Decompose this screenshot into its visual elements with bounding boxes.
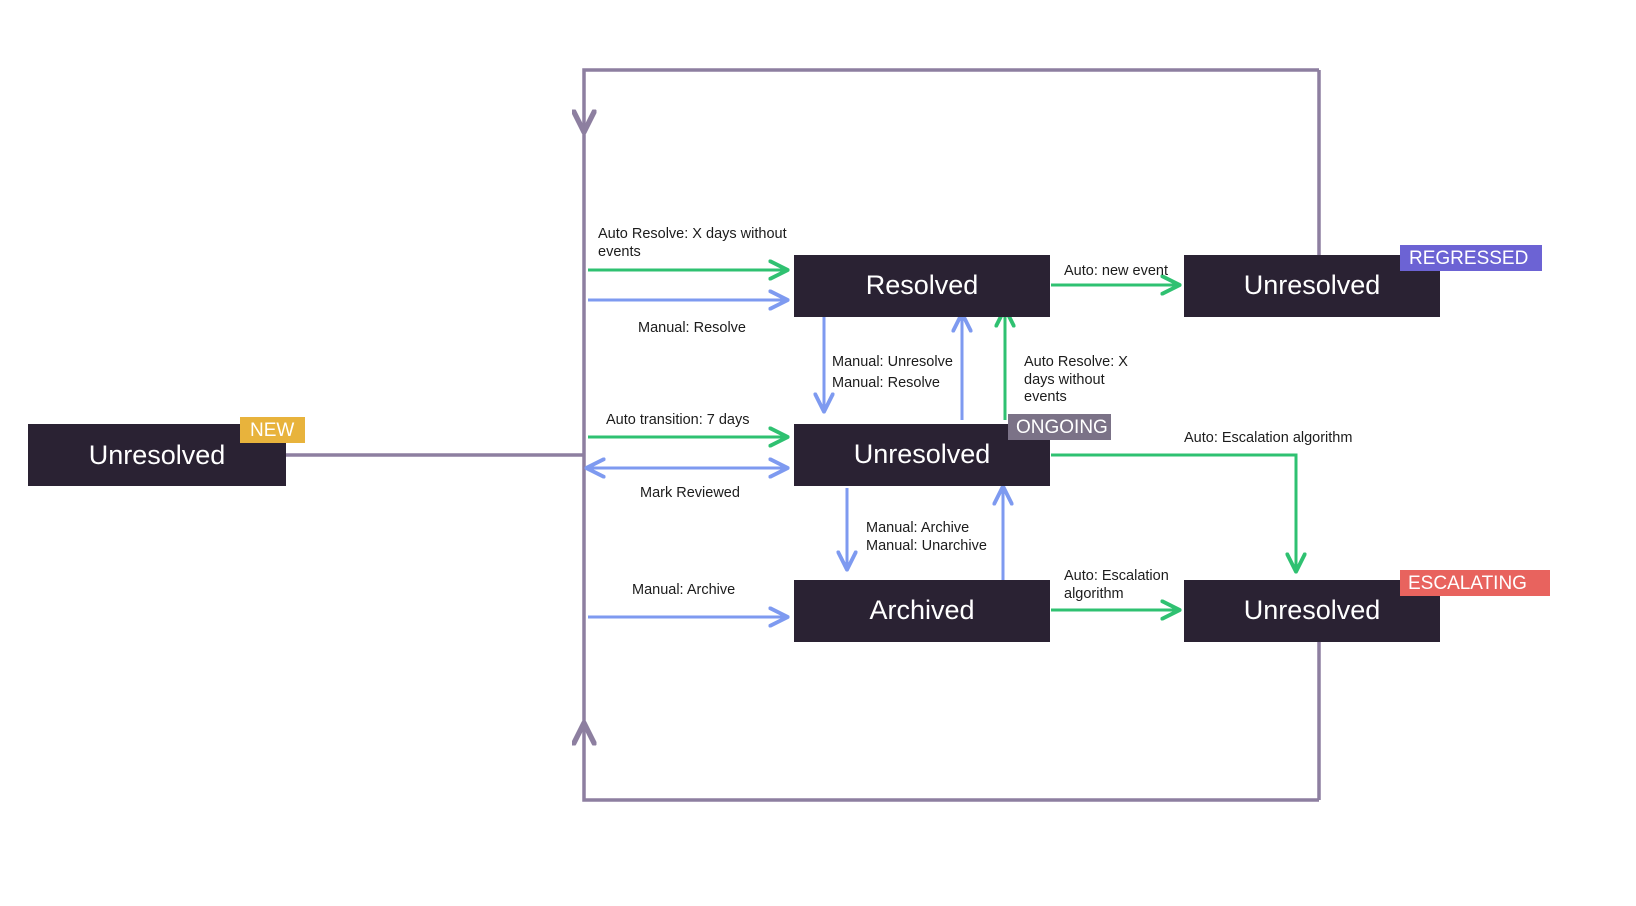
edge-top-loop-down xyxy=(584,68,1319,130)
label-manual-resolve-vertical: Manual: Resolve xyxy=(832,375,940,391)
badge-escalating: ESCALATING xyxy=(1400,570,1550,596)
node-unresolved-regressed[interactable]: Unresolved xyxy=(1184,255,1440,317)
node-resolved[interactable]: Resolved xyxy=(794,255,1050,317)
node-rect-ongoing xyxy=(794,424,1050,486)
node-rect-escalating xyxy=(1184,580,1440,642)
node-unresolved-ongoing[interactable]: Unresolved xyxy=(794,424,1050,486)
label-manual-unresolve: Manual: Unresolve xyxy=(832,354,953,370)
label-manual-archive-left: Manual: Archive xyxy=(632,582,735,598)
badge-rect-ongoing xyxy=(1008,414,1111,440)
badge-rect-escalating xyxy=(1400,570,1550,596)
node-unresolved-escalating[interactable]: Unresolved xyxy=(1184,580,1440,642)
edge-auto-escalation-top xyxy=(1051,453,1296,570)
node-label-escalating: Unresolved xyxy=(1244,595,1381,625)
manual-flow-group xyxy=(588,300,1003,617)
label-auto-transition-7-days: Auto transition: 7 days xyxy=(606,412,749,428)
node-rect-regressed xyxy=(1184,255,1440,317)
node-label-resolved: Resolved xyxy=(866,270,979,300)
node-archived[interactable]: Archived xyxy=(794,580,1050,642)
auto-flow-group xyxy=(588,270,1296,610)
label-auto-resolve-x-days-line2: events xyxy=(598,244,641,260)
badge-label-ongoing: ONGOING xyxy=(1016,417,1108,438)
badge-new: NEW xyxy=(240,417,305,443)
badge-label-new: NEW xyxy=(250,420,294,441)
label-auto-resolve-x-days-line1: Auto Resolve: X days without xyxy=(598,226,787,242)
node-rect-archived xyxy=(794,580,1050,642)
label-manual-unarchive-vertical: Manual: Unarchive xyxy=(866,538,987,554)
badge-regressed: REGRESSED xyxy=(1400,245,1542,271)
label-auto-resolve-up-line1: Auto Resolve: X xyxy=(1024,354,1128,370)
node-label-regressed: Unresolved xyxy=(1244,270,1381,300)
badge-label-escalating: ESCALATING xyxy=(1408,573,1527,594)
label-auto-escalation-algorithm-top: Auto: Escalation algorithm xyxy=(1184,430,1352,446)
label-auto-resolve-up-line2: days without xyxy=(1024,372,1105,388)
node-label-archived: Archived xyxy=(869,595,974,625)
badge-label-regressed: REGRESSED xyxy=(1409,248,1528,269)
label-auto-escalation-algorithm-line1: Auto: Escalation xyxy=(1064,568,1169,584)
badge-ongoing: ONGOING xyxy=(1008,414,1111,440)
badge-rect-new xyxy=(240,417,305,443)
badge-rect-regressed xyxy=(1400,245,1542,271)
label-manual-archive-vertical: Manual: Archive xyxy=(866,520,969,536)
edge-bottom-loop-up xyxy=(584,725,1319,802)
label-auto-new-event: Auto: new event xyxy=(1064,263,1168,279)
label-mark-reviewed: Mark Reviewed xyxy=(640,485,740,501)
label-manual-resolve: Manual: Resolve xyxy=(638,320,746,336)
node-label-new: Unresolved xyxy=(89,440,226,470)
label-auto-resolve-up-line3: events xyxy=(1024,389,1067,405)
entry-flow-group xyxy=(286,68,1321,802)
node-label-ongoing: Unresolved xyxy=(854,439,991,469)
label-auto-escalation-algorithm-line2: algorithm xyxy=(1064,586,1124,602)
node-rect-resolved xyxy=(794,255,1050,317)
